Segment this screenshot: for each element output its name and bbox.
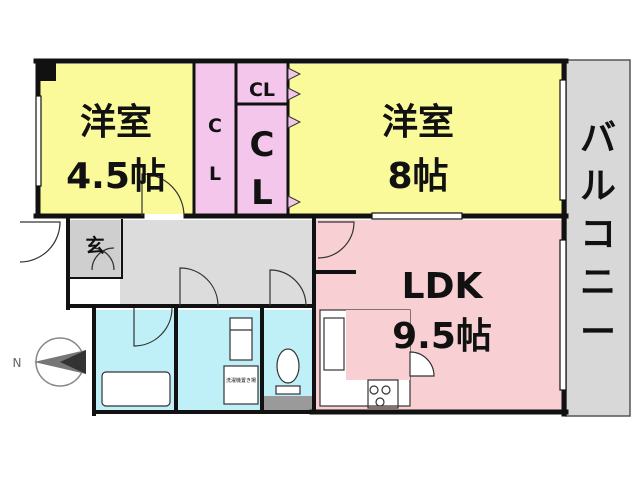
ldk-size: 9.5帖 [392, 316, 492, 357]
stove [367, 379, 399, 409]
balcony-char-3: コ [580, 214, 616, 255]
western-small-name: 洋室 [80, 102, 152, 143]
toilet-bowl [276, 348, 300, 384]
closet-right [236, 64, 288, 214]
closet-right-c: C [250, 125, 275, 165]
room-western-large [288, 64, 564, 214]
fridge-space [323, 317, 345, 371]
western-large-size: 8帖 [387, 156, 448, 197]
western-small-size: 4.5帖 [66, 156, 166, 197]
balcony-char-5: ー [580, 312, 616, 353]
western-large-name: 洋室 [382, 102, 454, 143]
ldk-side-door [409, 351, 435, 377]
balcony-area [565, 59, 631, 417]
kitchen-notch [346, 310, 410, 380]
closet-left-c: C [208, 115, 222, 137]
closet-right-l: L [251, 173, 273, 213]
closet-left [194, 64, 236, 214]
wall-corner-block [36, 61, 56, 81]
compass-needle-dark [60, 350, 86, 374]
balcony-char-1: バ [580, 118, 616, 159]
balcony-char-2: ル [580, 166, 616, 207]
closet-left-l: L [209, 163, 221, 185]
washroom-note: 洗濯機置き場 [226, 377, 256, 384]
bathtub [101, 371, 171, 407]
compass-label: N [13, 356, 22, 370]
vanity [229, 317, 253, 361]
compass: N [13, 337, 86, 387]
laundry-space [223, 365, 259, 405]
fixtures [101, 317, 399, 409]
closet-small-label: CL [249, 79, 275, 101]
balcony-char-4: ニ [580, 262, 616, 303]
balcony-label: バ ル コ ニ ー [580, 118, 616, 353]
utility-box [264, 396, 312, 412]
room-western-small [38, 64, 194, 214]
ldk-name: LDK [402, 266, 484, 307]
corridor [120, 220, 314, 306]
door-swings [19, 173, 355, 347]
genkan-area [70, 220, 120, 278]
genkan-label: 玄 [85, 234, 104, 257]
closet-door-marks [287, 67, 302, 209]
windows [35, 79, 567, 391]
